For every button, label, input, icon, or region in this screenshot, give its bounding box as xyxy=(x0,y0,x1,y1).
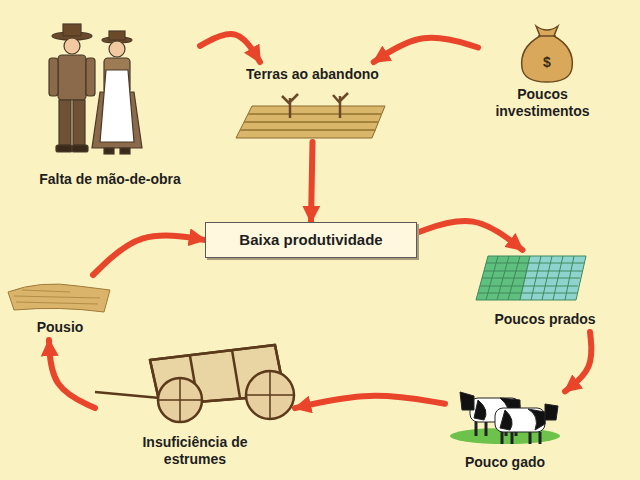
abandoned-field xyxy=(236,93,385,138)
farmers-figure xyxy=(49,24,142,154)
currency-symbol: $ xyxy=(543,54,551,70)
concept-node: Falta de mão-de-obra xyxy=(20,20,200,192)
cycle-arrow xyxy=(200,34,260,62)
money-bag xyxy=(522,26,573,82)
concept-node: Insuficiência de estrumes xyxy=(95,330,295,472)
cycle-arrow xyxy=(311,142,313,222)
cycle-arrow xyxy=(374,38,478,62)
node-label: Pousio xyxy=(37,319,84,336)
process-box: Baixa produtividade xyxy=(205,222,417,258)
manure-cart xyxy=(95,345,294,422)
node-label: Falta de mão-de-obra xyxy=(39,171,181,188)
concept-node: Poucos investimentos xyxy=(478,22,607,124)
cycle-arrow xyxy=(565,332,591,391)
cycle-arrow xyxy=(417,221,523,250)
node-label: Poucos investimentos xyxy=(483,86,603,120)
cows-figure xyxy=(450,392,560,444)
node-label: Pouco gado xyxy=(465,454,545,471)
node-label: Poucos prados xyxy=(494,311,595,328)
cycle-arrow xyxy=(49,340,95,408)
node-label: Insuficiência de estrumes xyxy=(138,434,253,468)
fallow-straw xyxy=(8,284,110,312)
node-label: Terras ao abandono xyxy=(246,66,379,83)
node-label: Baixa produtividade xyxy=(239,231,382,249)
cycle-arrow xyxy=(93,235,205,275)
cycle-arrow xyxy=(295,396,445,408)
concept-node: Pousio xyxy=(5,275,115,340)
meadow-fields xyxy=(476,256,586,300)
concept-node: Terras ao abandono xyxy=(225,62,400,142)
concept-node: Poucos prados xyxy=(470,250,620,332)
concept-node: Pouco gado xyxy=(445,380,565,475)
